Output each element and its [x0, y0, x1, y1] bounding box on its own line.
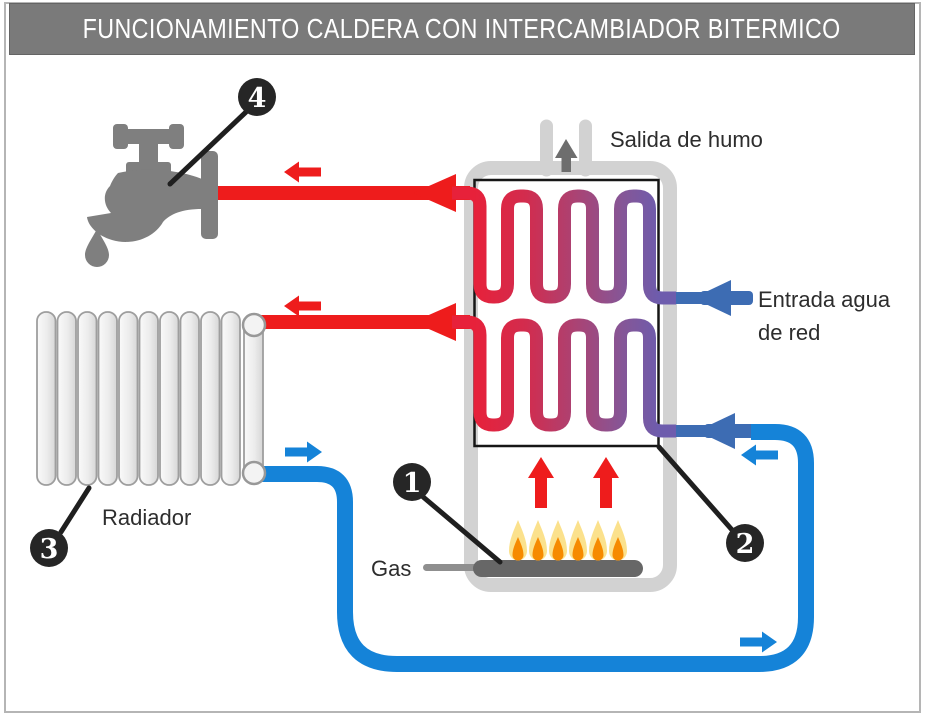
radiator-top-connector: [241, 312, 267, 338]
flame-icon: [589, 520, 607, 561]
radiator-fin: [36, 311, 57, 486]
pointer-line-2: [656, 444, 736, 534]
flame-icon: [509, 520, 527, 561]
flame-icon: [529, 520, 547, 561]
water-drop-icon: [85, 229, 109, 267]
badge-exchanger-number: 2: [736, 529, 755, 560]
badge-burner-number: 1: [403, 468, 422, 499]
coil-bottom: [452, 315, 676, 438]
label-smoke-outlet: Salida de humo: [610, 127, 763, 152]
radiator-fin: [97, 311, 118, 486]
pipe-hot-to-radiator: [254, 303, 470, 341]
radiator-fin: [179, 311, 200, 486]
badge-radiator: 3: [30, 529, 68, 567]
flame-icon: [569, 520, 587, 561]
gas-burner: [473, 560, 643, 577]
badge-tap: 4: [238, 78, 276, 116]
pipe-hot-to-tap: [213, 174, 470, 212]
badge-exchanger: 2: [726, 524, 764, 562]
coil-top: [452, 186, 676, 305]
burner-flames: [509, 520, 627, 561]
heat-up-arrow-icon: [593, 457, 619, 508]
water-inlet-bottom: [676, 413, 756, 449]
pointer-line-1: [419, 493, 503, 565]
radiator-bottom-connector: [241, 460, 267, 486]
smoke-up-arrow-icon: [555, 139, 578, 172]
badge-tap-number: 4: [248, 83, 267, 114]
label-gas: Gas: [371, 556, 412, 581]
badge-radiator-number: 3: [40, 534, 59, 565]
radiator-fin: [200, 311, 221, 486]
label-radiator: Radiador: [102, 505, 192, 530]
flow-arrow-left-icon: [741, 444, 778, 466]
flow-arrow-right-icon: [285, 441, 322, 463]
radiator: [36, 311, 267, 486]
gas-supply-line: [423, 564, 481, 571]
radiator-fin: [56, 311, 77, 486]
heat-exchanger-frame: [473, 178, 660, 448]
pointer-line-4: [167, 109, 249, 187]
radiator-fin: [77, 311, 98, 486]
flame-icon: [549, 520, 567, 561]
flow-arrow-right-icon: [740, 631, 777, 653]
title-bar: FUNCIONAMIENTO CALDERA CON INTERCAMBIADO…: [9, 3, 915, 55]
page-title: FUNCIONAMIENTO CALDERA CON INTERCAMBIADO…: [82, 13, 842, 44]
flow-arrow-left-icon: [284, 161, 321, 183]
flame-icon: [609, 520, 627, 561]
heat-up-arrow-icon: [528, 457, 554, 508]
label-water-inlet-line2: de red: [758, 320, 821, 345]
flow-arrow-left-icon: [284, 295, 321, 317]
radiator-fin: [118, 311, 139, 486]
radiator-fin: [138, 311, 159, 486]
label-water-inlet: Entrada agua de red: [758, 283, 890, 349]
radiator-fin: [159, 311, 180, 486]
tap-icon: [85, 124, 218, 267]
radiator-manifold: [243, 315, 264, 482]
water-inlet-top: [672, 280, 753, 316]
radiator-fin: [220, 311, 241, 486]
pointer-line-3: [58, 485, 92, 535]
return-pipe-loop: [256, 424, 814, 672]
label-water-inlet-line1: Entrada agua: [758, 287, 891, 312]
badge-burner: 1: [393, 463, 431, 501]
